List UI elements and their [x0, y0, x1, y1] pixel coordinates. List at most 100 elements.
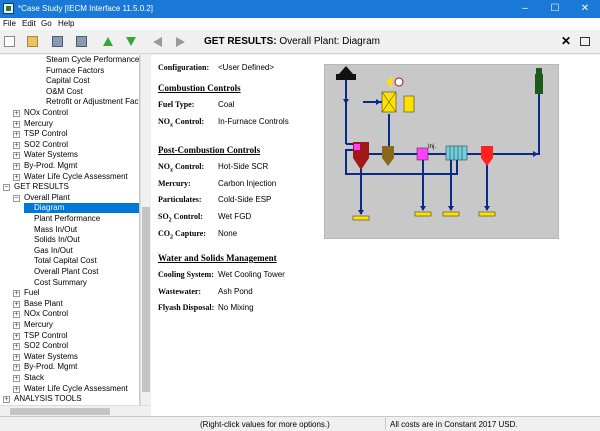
- toolbar: GET RESULTS: Overall Plant: Diagram ✕: [0, 30, 600, 54]
- combustion-nox-label: NOx Control:: [158, 117, 205, 129]
- tree-item[interactable]: Total Capital Cost: [0, 256, 97, 266]
- expand-icon[interactable]: +: [13, 110, 20, 117]
- tree-item[interactable]: +NOx Control: [0, 309, 68, 319]
- tree-item-label: Fuel: [24, 288, 40, 298]
- flyash-tray-icon: [414, 211, 432, 217]
- tree-item[interactable]: +Stack: [0, 373, 44, 383]
- move-down-icon[interactable]: [126, 37, 136, 46]
- esp-icon[interactable]: [382, 146, 394, 158]
- tree-item[interactable]: +TSP Control: [0, 331, 67, 341]
- tree-item[interactable]: Steam Cycle Performance: [0, 55, 139, 65]
- expand-icon[interactable]: +: [13, 163, 20, 170]
- open-folder-icon[interactable]: [27, 36, 38, 47]
- expand-icon[interactable]: +: [13, 385, 20, 393]
- tree-item-label: Total Capital Cost: [34, 256, 97, 266]
- expand-icon[interactable]: +: [13, 375, 20, 382]
- flyash-disposal-value[interactable]: No Mixing: [218, 303, 254, 312]
- configuration-value[interactable]: <User Defined>: [218, 63, 275, 72]
- forward-icon[interactable]: [176, 37, 185, 47]
- tree-vertical-scrollbar[interactable]: [140, 55, 150, 405]
- close-window-icon[interactable]: ✕: [580, 3, 590, 14]
- tree-item[interactable]: Plant Performance: [0, 214, 100, 224]
- close-page-icon[interactable]: ✕: [561, 34, 572, 48]
- tree-item[interactable]: +NOx Control: [0, 108, 68, 118]
- tree-item[interactable]: +SO2 Control: [0, 140, 68, 150]
- maximize-icon[interactable]: ☐: [550, 3, 560, 14]
- fuel-type-value[interactable]: Coal: [218, 100, 235, 109]
- expand-icon[interactable]: +: [13, 152, 20, 160]
- expand-icon[interactable]: +: [13, 322, 20, 329]
- expand-icon[interactable]: +: [13, 311, 20, 319]
- back-icon[interactable]: [153, 37, 162, 47]
- expand-icon[interactable]: +: [13, 141, 20, 149]
- tree-item[interactable]: +TSP Control: [0, 129, 67, 139]
- collapse-icon[interactable]: −: [13, 194, 20, 202]
- carbon-injection-icon[interactable]: [416, 147, 429, 161]
- tree-item[interactable]: + Fuel: [0, 288, 40, 298]
- tree-item[interactable]: +Mercury: [0, 320, 53, 330]
- minimize-icon[interactable]: –: [522, 3, 528, 14]
- expand-icon[interactable]: +: [13, 300, 20, 308]
- move-up-icon[interactable]: [103, 37, 113, 46]
- combustion-nox-value[interactable]: In-Furnace Controls: [218, 117, 289, 126]
- cooling-system-value[interactable]: Wet Cooling Tower: [218, 270, 285, 279]
- tree-item[interactable]: +Water Life Cycle Assessment: [0, 172, 128, 182]
- tree-item[interactable]: +SO2 Control: [0, 341, 68, 351]
- particulates-value[interactable]: Cold-Side ESP: [218, 195, 272, 204]
- tree-item[interactable]: −GET RESULTS: [0, 182, 69, 192]
- expand-icon[interactable]: +: [13, 343, 20, 351]
- baghouse-icon[interactable]: [445, 145, 468, 161]
- tree-item[interactable]: +Water Systems: [0, 352, 78, 362]
- new-document-icon[interactable]: [4, 36, 15, 47]
- expand-icon[interactable]: +: [13, 364, 20, 372]
- expand-icon[interactable]: +: [3, 396, 10, 404]
- tree-item[interactable]: +By-Prod. Mgmt: [0, 362, 77, 372]
- mercury-value[interactable]: Carbon Injection: [218, 179, 277, 188]
- tree-item[interactable]: +Water Systems: [0, 150, 78, 160]
- tree-item[interactable]: Diagram: [24, 203, 139, 214]
- tree-item[interactable]: Cost Summary: [0, 278, 87, 288]
- stack-icon[interactable]: [535, 74, 543, 94]
- expand-icon[interactable]: +: [13, 120, 20, 128]
- scrollbar-thumb[interactable]: [142, 207, 150, 392]
- tree-item[interactable]: Mass In/Out: [0, 225, 77, 235]
- tree-item[interactable]: +ANALYSIS TOOLS: [0, 394, 82, 404]
- save-as-icon[interactable]: [76, 36, 87, 47]
- expand-icon[interactable]: +: [13, 353, 20, 361]
- tree-item[interactable]: −Overall Plant: [0, 193, 70, 203]
- post-nox-value[interactable]: Hot-Side SCR: [218, 162, 269, 171]
- scrollbar-thumb[interactable]: [10, 408, 110, 415]
- tree-item[interactable]: Solids In/Out: [0, 235, 80, 245]
- tree-horizontal-scrollbar[interactable]: [0, 405, 150, 416]
- menu-go[interactable]: Go: [41, 19, 52, 28]
- tree-item[interactable]: Gas In/Out: [0, 246, 73, 256]
- collapse-icon[interactable]: −: [3, 184, 10, 192]
- restore-panel-icon[interactable]: [580, 37, 590, 46]
- so2-control-value[interactable]: Wet FGD: [218, 212, 252, 221]
- save-icon[interactable]: [52, 36, 63, 47]
- expand-icon[interactable]: +: [13, 290, 20, 298]
- co2-capture-value[interactable]: None: [218, 229, 238, 238]
- tree-item[interactable]: +Mercury: [0, 119, 53, 129]
- expand-icon[interactable]: +: [13, 332, 20, 340]
- tree-item[interactable]: Retrofit or Adjustment Factor: [0, 97, 139, 107]
- wastewater-value[interactable]: Ash Pond: [218, 287, 253, 296]
- tree-item[interactable]: +Base Plant: [0, 299, 63, 309]
- fgd-scrubber-icon[interactable]: [481, 146, 493, 158]
- tree-item[interactable]: Furnace Factors: [0, 66, 104, 76]
- coal-pile-icon: [336, 74, 356, 80]
- tree-item[interactable]: +By-Prod. Mgmt: [0, 161, 77, 171]
- flyash-disposal-label: Flyash Disposal:: [158, 303, 215, 312]
- tree-item[interactable]: O&M Cost: [0, 87, 83, 97]
- tree-item[interactable]: +Water Life Cycle Assessment: [0, 384, 128, 394]
- menu-edit[interactable]: Edit: [22, 19, 36, 28]
- tree-item[interactable]: Capital Cost: [0, 76, 90, 86]
- menu-help[interactable]: Help: [58, 19, 75, 28]
- expand-icon[interactable]: +: [13, 131, 20, 139]
- expand-icon[interactable]: +: [13, 173, 20, 181]
- baghouse-filters: [449, 146, 463, 160]
- tree-item-label: Overall Plant: [24, 192, 70, 202]
- tree-item[interactable]: Overall Plant Cost: [0, 267, 98, 277]
- fuel-type-label: Fuel Type:: [158, 100, 195, 109]
- menu-file[interactable]: File: [3, 19, 16, 28]
